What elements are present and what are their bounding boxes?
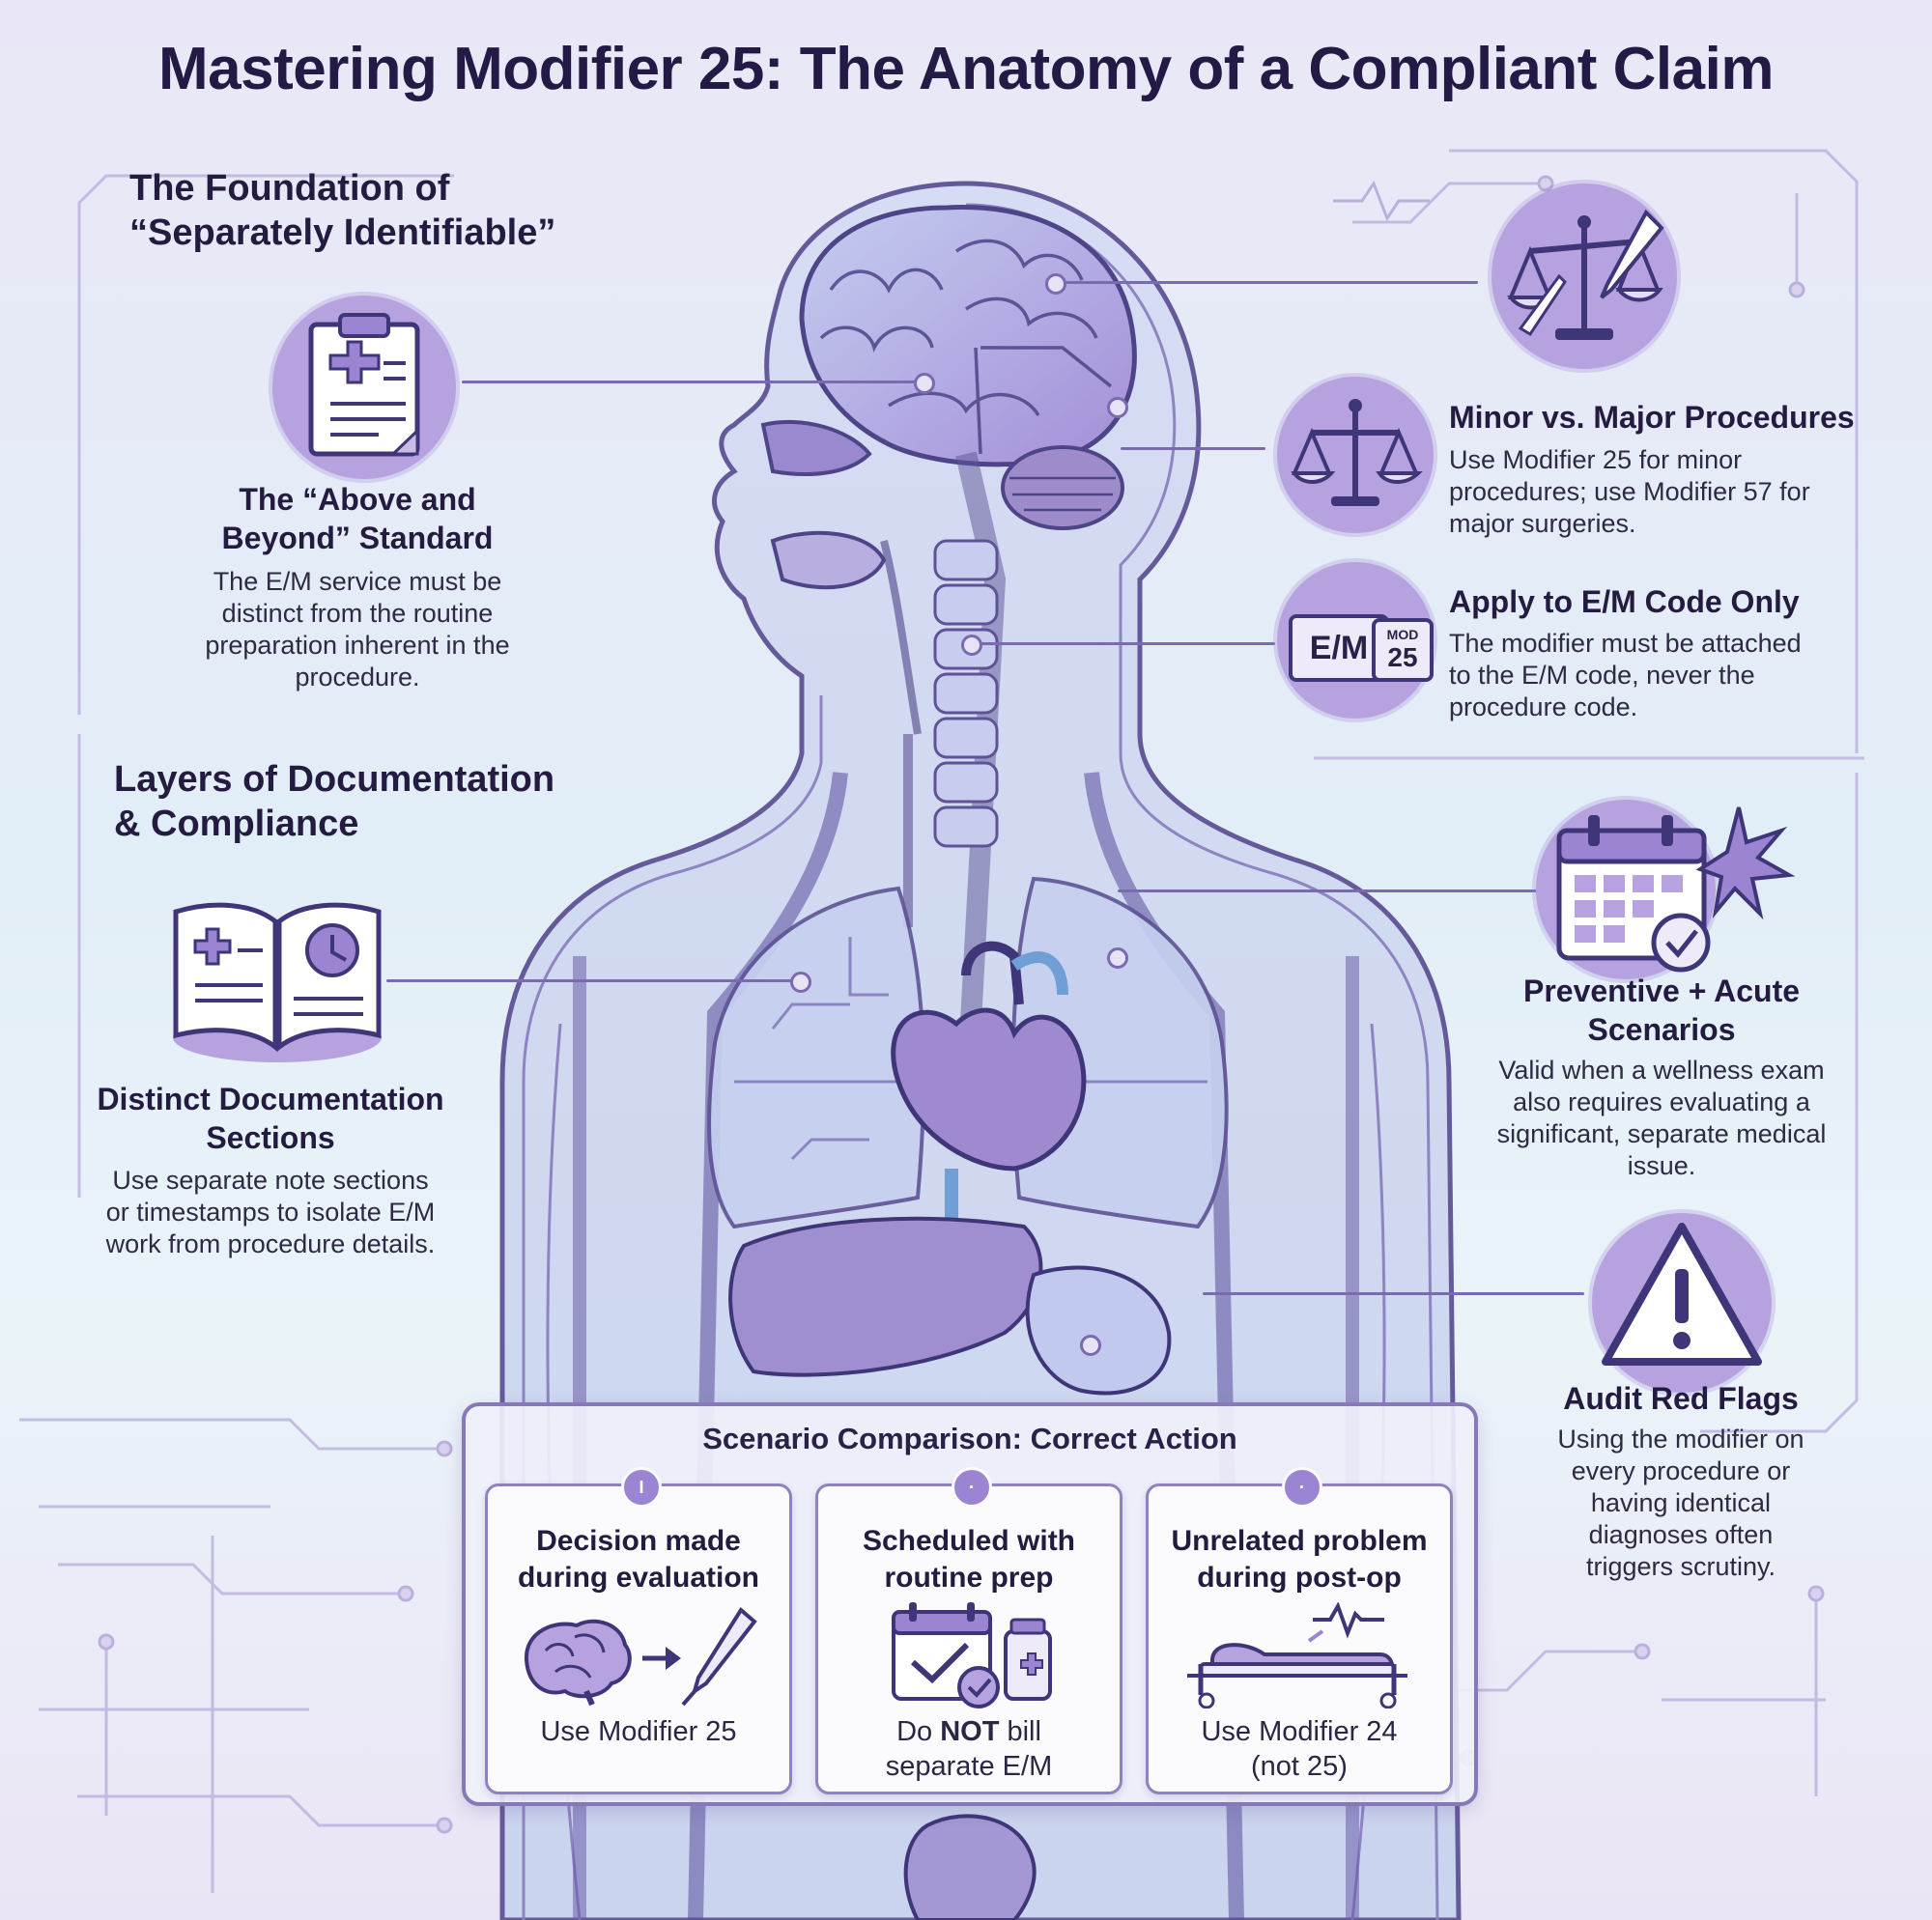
item-body-above-beyond: The E/M service must be distinct from th…	[205, 567, 510, 692]
item-body-apply-em: The modifier must be attached to the E/M…	[1449, 629, 1802, 721]
heart	[891, 1007, 1087, 1172]
item-title-documentation: Distinct Documentation Sections	[97, 1082, 444, 1155]
leader-line-spine	[976, 642, 1275, 645]
brain-to-scalpel-icon	[524, 1606, 757, 1707]
scenario-card-1: I Decision made during evaluation Use Mo…	[485, 1467, 792, 1794]
open-book-clock-icon	[173, 902, 382, 1062]
anatomy-point	[1080, 1335, 1101, 1356]
leader-line-brain-left	[462, 381, 923, 383]
scenario-card-2: · Scheduled with routine prep Do NOT bil…	[815, 1467, 1122, 1794]
card-badge: ·	[1282, 1467, 1322, 1508]
brain	[799, 204, 1137, 467]
item-title-audit: Audit Red Flags	[1563, 1381, 1799, 1416]
scales-icon	[1291, 399, 1423, 506]
hospital-bed-icon	[1187, 1602, 1407, 1708]
item-title-above-beyond: The “Above and Beyond” Standard	[221, 482, 494, 555]
card-action: Do NOT bill separate E/M	[885, 1716, 1053, 1782]
section-heading-foundation: The Foundation of “Separately Identifiab…	[129, 168, 556, 253]
section-heading-layers: Layers of Documentation & Compliance	[114, 759, 555, 844]
anatomy-point	[1107, 947, 1128, 969]
stomach	[1025, 1265, 1172, 1396]
leader-line-brain-right	[1059, 281, 1478, 284]
card-badge: I	[621, 1467, 662, 1508]
card-action: Use Modifier 24 (not 25)	[1201, 1716, 1398, 1782]
scenario-comparison-panel: Scenario Comparison: Correct Action I De…	[462, 1402, 1478, 1806]
mod-25-tag: MOD 25	[1372, 618, 1434, 682]
card-heading: Scheduled with routine prep	[862, 1525, 1076, 1594]
card-action: Use Modifier 25	[540, 1716, 737, 1747]
anatomy-point	[914, 373, 935, 394]
anatomy-point	[961, 635, 982, 656]
item-title-minor-major: Minor vs. Major Procedures	[1449, 400, 1855, 435]
item-body-audit: Using the modifier on every procedure or…	[1557, 1425, 1804, 1581]
warning-triangle-icon	[1602, 1223, 1762, 1366]
item-title-apply-em: Apply to E/M Code Only	[1449, 584, 1800, 619]
leader-line-lung-right	[1118, 889, 1546, 892]
liver	[728, 1216, 1043, 1377]
card-badge: ·	[952, 1467, 992, 1508]
card-heading: Unrelated problem during post-op	[1171, 1525, 1428, 1594]
card-heading: Decision made during evaluation	[517, 1525, 760, 1594]
item-title-preventive: Preventive + Acute Scenarios	[1522, 974, 1801, 1047]
leader-line-stomach	[1203, 1292, 1584, 1295]
scenario-card-3: · Unrelated problem during post-op Use M…	[1146, 1467, 1453, 1794]
clipboard-icon	[308, 313, 420, 457]
item-body-documentation: Use separate note sections or timestamps…	[105, 1166, 436, 1258]
leader-line-lung-left	[386, 979, 792, 982]
item-body-preventive: Valid when a wellness exam also requires…	[1496, 1056, 1827, 1180]
leader-line-cerebellum	[1121, 447, 1265, 450]
calendar-check-medicine-icon	[892, 1602, 1052, 1708]
scales-scalpel-icon	[1507, 209, 1664, 340]
anatomy-point	[1045, 273, 1066, 295]
item-body-minor-major: Use Modifier 25 for minor procedures; us…	[1449, 445, 1810, 538]
page-title: Mastering Modifier 25: The Anatomy of a …	[158, 36, 1774, 102]
anatomy-point	[1107, 397, 1128, 418]
calendar-alert-icon	[1556, 806, 1796, 973]
panel-title: Scenario Comparison: Correct Action	[702, 1422, 1237, 1455]
anatomy-point	[790, 972, 811, 993]
